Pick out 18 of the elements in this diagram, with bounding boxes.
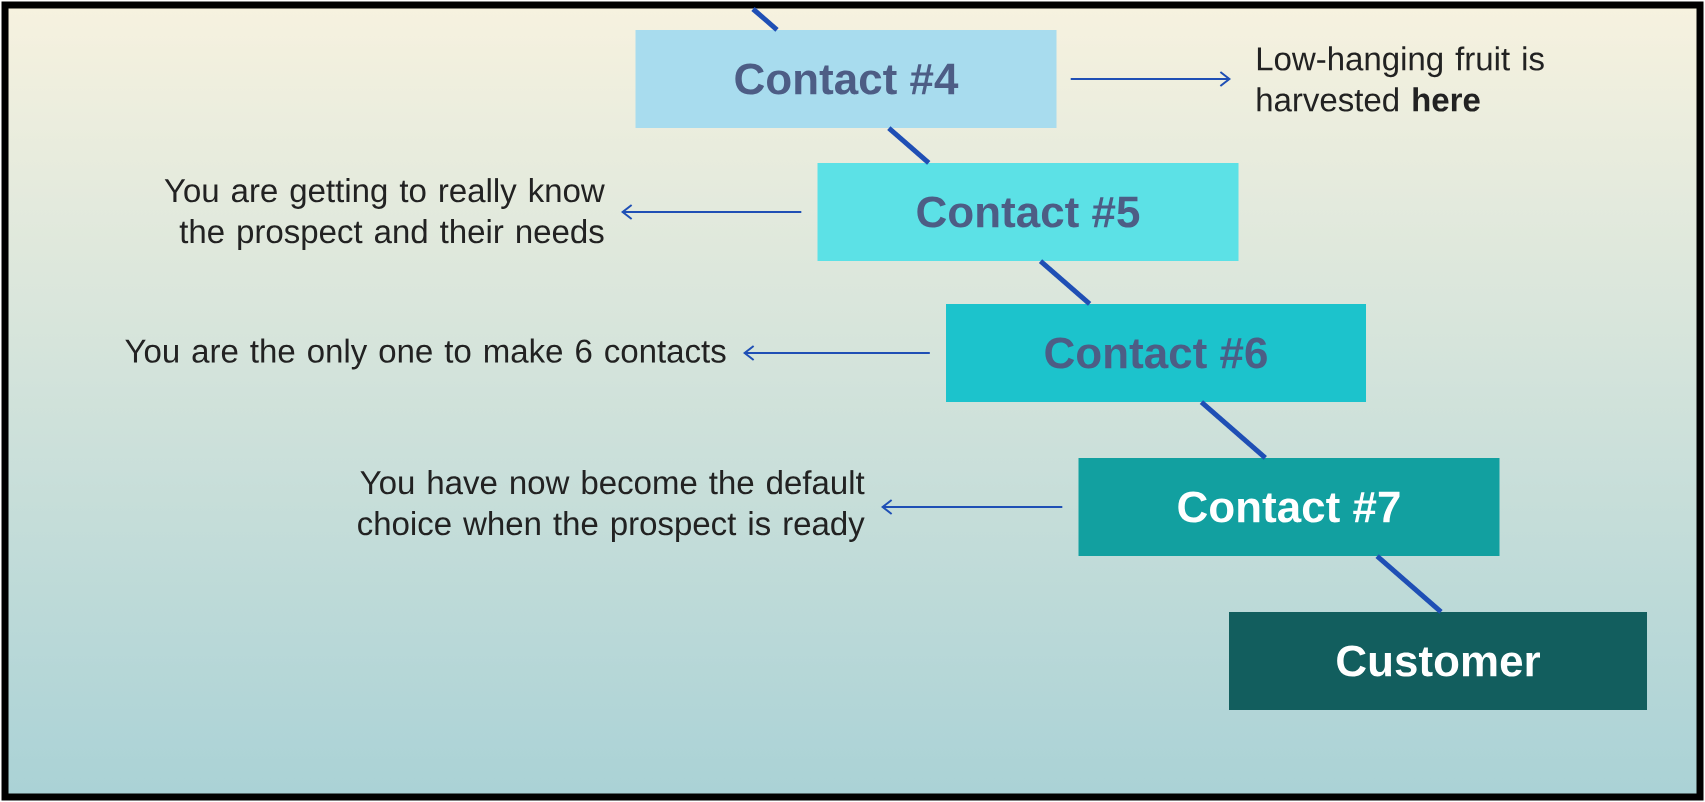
- contact-box: Contact #6: [946, 304, 1366, 402]
- connector-line: [887, 126, 931, 165]
- contact-box: Contact #7: [1078, 458, 1500, 556]
- annotation-text: You are getting to really know the prospect and their needs: [164, 178, 605, 250]
- contact-box: Contact #5: [817, 163, 1239, 261]
- contact-box: Customer: [1229, 612, 1647, 710]
- arrow: [1069, 71, 1231, 87]
- connector-line: [1375, 554, 1443, 614]
- connector-line: [751, 7, 779, 32]
- connector-line: [1199, 400, 1267, 460]
- arrow: [743, 345, 931, 361]
- arrow: [621, 204, 803, 220]
- annotation-text: You have now become the default choice when the prospect is ready: [358, 470, 865, 542]
- connector-line: [1038, 259, 1092, 306]
- arrow: [881, 499, 1064, 515]
- annotation-text: You are the only one to make 6 contacts: [125, 338, 726, 370]
- contact-box: Contact #4: [635, 30, 1057, 128]
- annotation-text: Low-hanging fruit is harvested here: [1257, 46, 1544, 112]
